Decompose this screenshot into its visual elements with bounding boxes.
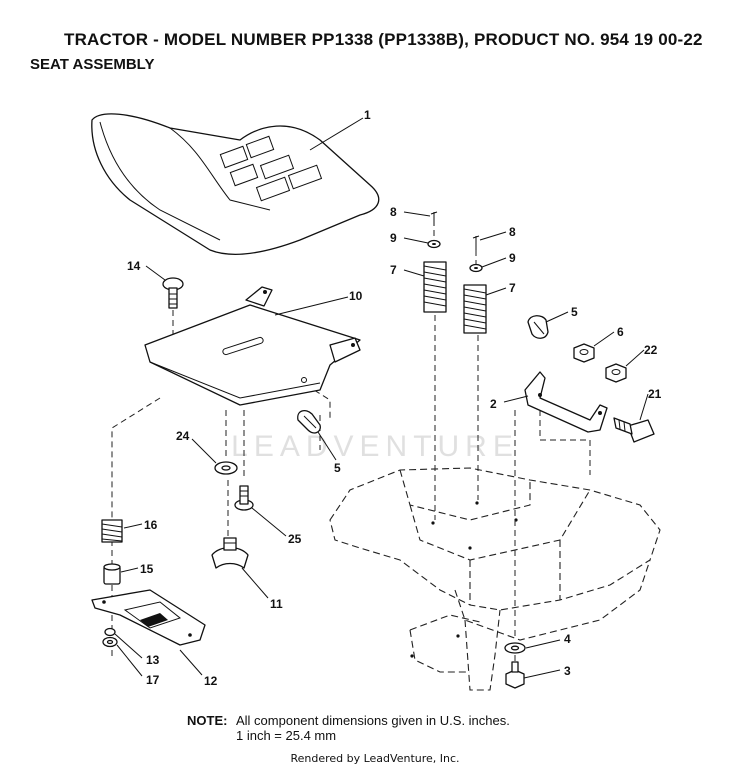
- pin-part-8-left: [430, 211, 438, 226]
- page-title: TRACTOR - MODEL NUMBER PP1338 (PP1338B),…: [64, 30, 703, 49]
- callout-22: 22: [644, 343, 658, 357]
- callout-7-right: 7: [509, 281, 516, 295]
- callout-4: 4: [564, 632, 571, 646]
- callout-5-left: 5: [334, 461, 341, 475]
- callout-1: 1: [364, 108, 371, 122]
- callout-15: 15: [140, 562, 154, 576]
- callout-6: 6: [617, 325, 624, 339]
- callout-14: 14: [127, 259, 141, 273]
- washer-part-9-left: [427, 239, 441, 249]
- callout-12: 12: [204, 674, 218, 688]
- callout-3: 3: [564, 664, 571, 678]
- callout-labels: 1 10 14 5 24 25 11 16 15 12 13 17 8 9 7 …: [127, 108, 662, 688]
- nut-part-6: [573, 343, 595, 363]
- knob-part-11: [211, 537, 249, 569]
- leader-lines: [114, 117, 649, 679]
- callout-8-right: 8: [509, 225, 516, 239]
- section-title: SEAT ASSEMBLY: [30, 56, 155, 73]
- spring-part-16: [101, 519, 123, 543]
- note-line-2: 1 inch = 25.4 mm: [236, 728, 337, 743]
- bolt-part-21: [613, 417, 655, 443]
- note-line-1: All component dimensions given in U.S. i…: [236, 713, 510, 728]
- callout-9-left: 9: [390, 231, 397, 245]
- callout-17: 17: [146, 673, 160, 687]
- pin-part-8-right: [472, 235, 480, 250]
- spring-part-7-left: [423, 261, 447, 313]
- callout-9-right: 9: [509, 251, 516, 265]
- callout-16: 16: [144, 518, 158, 532]
- callout-2: 2: [490, 397, 497, 411]
- bolt-part-25: [234, 485, 254, 511]
- bracket-part-2: [524, 371, 608, 433]
- callout-5-right: 5: [571, 305, 578, 319]
- callout-21: 21: [648, 387, 662, 401]
- callout-13: 13: [146, 653, 160, 667]
- callout-10: 10: [349, 289, 363, 303]
- clip-part-5-left: [297, 409, 321, 434]
- nut-part-22: [605, 363, 627, 383]
- spacer-part-15: [103, 563, 121, 585]
- spring-part-7-right: [463, 284, 487, 334]
- washer-part-9-right: [469, 263, 483, 273]
- bolt-part-3: [505, 661, 525, 689]
- washer-part-17: [102, 636, 118, 648]
- watermark-logo: LEADVENTURE: [231, 430, 519, 463]
- slide-plate-part-12: [91, 589, 206, 646]
- washer-part-4: [504, 642, 526, 654]
- callout-7-left: 7: [390, 263, 397, 277]
- seat-pan-part-10: [144, 286, 361, 406]
- tractor-frame-outline: [329, 467, 661, 691]
- units-note: NOTE: All component dimensions given in …: [187, 713, 510, 743]
- clip-part-5-right: [527, 315, 549, 339]
- seat-part-1: [91, 113, 380, 255]
- note-label: NOTE:: [187, 713, 228, 728]
- callout-25: 25: [288, 532, 302, 546]
- carriage-bolt-part-14: [162, 277, 184, 309]
- nut-part-13: [104, 627, 116, 637]
- alignment-lines: [111, 220, 591, 672]
- washer-part-24: [214, 461, 238, 475]
- callout-11: 11: [270, 597, 283, 611]
- callout-24: 24: [176, 429, 190, 443]
- callout-8-left: 8: [390, 205, 397, 219]
- footer-credit: Rendered by LeadVenture, Inc.: [290, 752, 460, 765]
